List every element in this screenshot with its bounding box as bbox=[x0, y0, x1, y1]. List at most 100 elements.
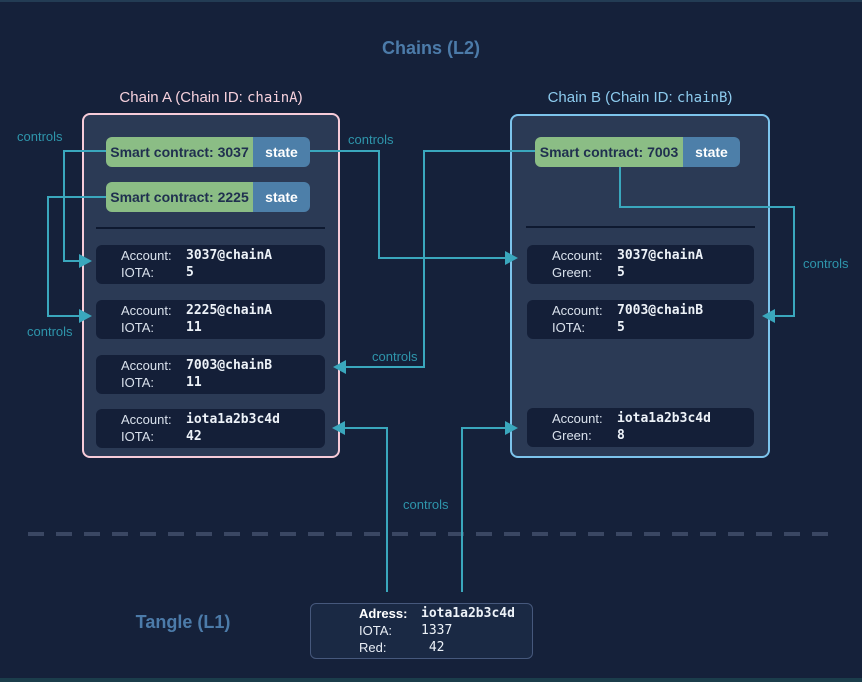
edge-a1-line bbox=[63, 150, 65, 262]
balance-label: IOTA: bbox=[121, 375, 154, 390]
account-label: Account: bbox=[552, 303, 603, 318]
edge-t1-line bbox=[386, 428, 388, 592]
account-value: 2225@chainA bbox=[186, 303, 273, 318]
contract-label: Smart contract: 7003 bbox=[535, 137, 683, 167]
balance-label: IOTA: bbox=[121, 429, 154, 444]
iota-balance-value: 1337 bbox=[421, 623, 453, 638]
account-label: Account: bbox=[121, 358, 172, 373]
edge-a1-line bbox=[63, 150, 106, 152]
edge-b1-line bbox=[423, 150, 425, 368]
edge-b2-line bbox=[619, 206, 795, 208]
contract-label: Smart contract: 3037 bbox=[106, 137, 253, 167]
balance-value: 11 bbox=[186, 375, 202, 390]
account-label: Account: bbox=[121, 248, 172, 263]
contract-state-badge: state bbox=[253, 182, 310, 212]
controls-label: controls bbox=[372, 349, 418, 364]
edge-a2-line bbox=[47, 315, 79, 317]
edge-a2-line bbox=[47, 196, 49, 316]
red-balance-label: Red: bbox=[359, 640, 387, 655]
iota-balance-label: IOTA: bbox=[359, 623, 392, 638]
balance-value: 42 bbox=[186, 429, 202, 444]
edge-a3-line bbox=[378, 150, 380, 258]
balance-value: 5 bbox=[617, 320, 625, 335]
edge-a1-arrowhead bbox=[79, 254, 92, 268]
chain-a-id: chainA bbox=[247, 90, 298, 106]
chain-a-title-suffix: ) bbox=[297, 89, 303, 106]
account-label: Account: bbox=[121, 412, 172, 427]
edge-b2-line bbox=[619, 167, 621, 208]
chain-a-title-prefix: Chain A (Chain ID: bbox=[119, 89, 247, 106]
account-label: Account: bbox=[552, 411, 603, 426]
chain-a-account-row-4: Account: iota1a2b3c4d IOTA: 42 bbox=[96, 409, 325, 448]
chain-b-title: Chain B (Chain ID: chainB) bbox=[510, 89, 770, 106]
edge-a3-line bbox=[310, 150, 380, 152]
chain-a-account-row-1: Account: 3037@chainA IOTA: 5 bbox=[96, 245, 325, 284]
balance-value: 5 bbox=[186, 265, 194, 280]
controls-label: controls bbox=[27, 324, 73, 339]
account-value: 7003@chainB bbox=[617, 303, 704, 318]
balance-label: Green: bbox=[552, 265, 592, 280]
account-label: Account: bbox=[121, 303, 172, 318]
bottom-edge-strip bbox=[0, 678, 862, 682]
balance-value: 5 bbox=[617, 265, 625, 280]
edge-t1-arrowhead bbox=[332, 421, 345, 435]
account-value: 3037@chainA bbox=[186, 248, 273, 263]
edge-t2-line bbox=[461, 427, 505, 429]
chain-a-separator bbox=[96, 227, 325, 229]
edge-b2-arrowhead bbox=[762, 309, 775, 323]
red-balance-value: 42 bbox=[421, 640, 445, 655]
edge-b2-line bbox=[775, 315, 795, 317]
edge-b1-line bbox=[423, 150, 535, 152]
edge-a3-arrowhead bbox=[505, 251, 518, 265]
chain-b-account-row-2: Account: 7003@chainB IOTA: 5 bbox=[527, 300, 754, 339]
chain-a-account-row-2: Account: 2225@chainA IOTA: 11 bbox=[96, 300, 325, 339]
balance-label: IOTA: bbox=[121, 265, 154, 280]
edge-a2-arrowhead bbox=[79, 309, 92, 323]
chain-b-title-prefix: Chain B (Chain ID: bbox=[547, 89, 677, 106]
balance-value: 8 bbox=[617, 428, 625, 443]
tangle-address-box: Adress: iota1a2b3c4d IOTA: 1337 Red: 42 bbox=[310, 603, 533, 659]
balance-value: 11 bbox=[186, 320, 202, 335]
controls-label: controls bbox=[403, 497, 449, 512]
chain-b-box bbox=[510, 114, 770, 458]
controls-label: controls bbox=[348, 132, 394, 147]
edge-a3-line bbox=[378, 257, 505, 259]
account-value: iota1a2b3c4d bbox=[617, 411, 711, 426]
chain-a-contract-3037: Smart contract: 3037 state bbox=[106, 137, 310, 167]
edge-t1-line bbox=[345, 427, 388, 429]
chain-b-contract-7003: Smart contract: 7003 state bbox=[535, 137, 740, 167]
edge-a2-line bbox=[47, 196, 106, 198]
account-value: 7003@chainB bbox=[186, 358, 273, 373]
chain-b-title-suffix: ) bbox=[727, 89, 733, 106]
top-edge-strip bbox=[0, 0, 862, 2]
edge-b1-line bbox=[346, 366, 425, 368]
contract-label: Smart contract: 2225 bbox=[106, 182, 253, 212]
account-value: iota1a2b3c4d bbox=[186, 412, 280, 427]
chain-a-account-row-3: Account: 7003@chainB IOTA: 11 bbox=[96, 355, 325, 394]
layer-boundary-dashed-line bbox=[28, 532, 834, 536]
chain-b-account-row-3: Account: iota1a2b3c4d Green: 8 bbox=[527, 408, 754, 447]
edge-t2-arrowhead bbox=[505, 421, 518, 435]
chain-a-box bbox=[82, 113, 340, 458]
balance-label: IOTA: bbox=[552, 320, 585, 335]
chain-a-title: Chain A (Chain ID: chainA) bbox=[82, 89, 340, 106]
edge-b2-line bbox=[793, 206, 795, 317]
address-label: Adress: bbox=[359, 606, 408, 621]
edge-b1-arrowhead bbox=[333, 360, 346, 374]
chain-a-contract-2225: Smart contract: 2225 state bbox=[106, 182, 310, 212]
contract-state-badge: state bbox=[683, 137, 740, 167]
account-value: 3037@chainA bbox=[617, 248, 704, 263]
l2-section-title: Chains (L2) bbox=[381, 38, 480, 58]
chain-b-id: chainB bbox=[676, 90, 728, 106]
address-value: iota1a2b3c4d bbox=[421, 606, 515, 621]
balance-label: IOTA: bbox=[121, 320, 154, 335]
chain-b-account-row-1: Account: 3037@chainA Green: 5 bbox=[527, 245, 754, 284]
balance-label: Green: bbox=[552, 428, 592, 443]
edge-t2-line bbox=[461, 428, 463, 592]
contract-state-badge: state bbox=[253, 137, 310, 167]
l1-section-title: Tangle (L1) bbox=[135, 612, 231, 632]
controls-label: controls bbox=[803, 256, 849, 271]
edge-a1-line bbox=[63, 260, 79, 262]
account-label: Account: bbox=[552, 248, 603, 263]
